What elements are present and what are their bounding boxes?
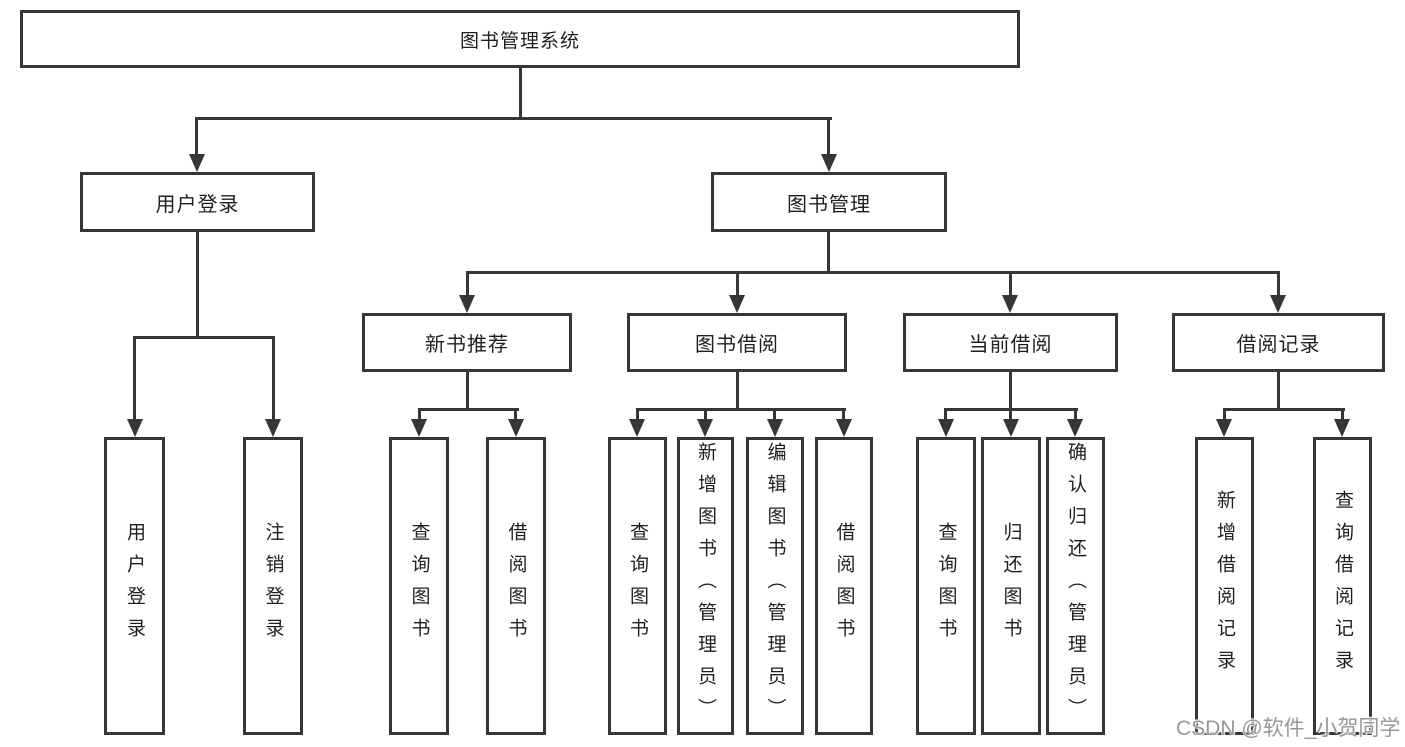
leaf-label: 用户登录 [124,522,145,650]
node-label: 借阅记录 [1236,334,1321,356]
arrow-down-icon [127,419,143,437]
leaf-return-books: 归还图书 [981,437,1041,735]
arrow-down-icon [697,419,713,437]
connector-vline [1009,370,1012,410]
connector-vline [1277,370,1280,410]
connector-vline [418,408,421,423]
leaf-label: 查询图书 [627,522,648,650]
node-user-login: 用户登录 [80,172,315,232]
leaf-label: 归还图书 [1000,522,1022,650]
node-label: 图书管理系统 [459,30,580,52]
leaf-label: 借阅图书 [505,522,527,650]
arrow-down-icon [836,419,852,437]
connector-vline [272,336,275,420]
node-library-management-system: 图书管理系统 [20,10,1020,68]
leaf-borrow-books-recommend: 借阅图书 [486,437,546,735]
arrow-down-icon [629,419,645,437]
arrow-down-icon [1002,295,1018,313]
connector-vline [514,408,517,423]
arrow-down-icon [1067,419,1083,437]
arrow-down-icon [1334,419,1350,437]
leaf-logout: 注销登录 [243,437,303,735]
arrow-down-icon [459,295,475,313]
connector-hline [133,336,275,339]
leaf-label: 查询图书 [408,522,430,650]
leaf-label: 借阅图书 [833,522,855,650]
arrow-down-icon [729,295,745,313]
connector-vline [773,408,776,423]
connector-hline [466,271,1280,274]
node-book-management: 图书管理 [711,172,947,232]
leaf-confirm-return-admin: 确认归还（管理员） [1046,437,1105,735]
arrow-down-icon [767,419,783,437]
leaf-add-borrow-record: 新增借阅记录 [1195,437,1254,735]
connector-vline [944,408,947,423]
connector-vline [133,336,136,420]
connector-vline [1223,408,1226,423]
csdn-watermark: CSDN @软件_小贺同学 [1176,717,1401,740]
arrow-down-icon [265,419,281,437]
leaf-query-books-borrowing: 查询图书 [608,437,667,735]
node-new-book-recommendation: 新书推荐 [362,313,572,372]
node-label: 图书管理 [787,193,871,216]
arrow-down-icon [1270,295,1286,313]
connector-vline [1009,408,1012,423]
node-current-borrowing: 当前借阅 [903,313,1118,372]
node-book-borrowing: 图书借阅 [627,313,847,372]
connector-hline [418,408,519,411]
connector-vline [636,408,639,423]
arrow-down-icon [189,154,205,172]
connector-vline [466,271,469,299]
node-label: 新书推荐 [425,334,509,356]
connector-vline [1009,271,1012,299]
leaf-label: 新增借阅记录 [1214,490,1235,682]
node-borrowing-records: 借阅记录 [1172,313,1385,372]
connector-vline [827,117,830,155]
connector-vline [842,408,845,423]
connector-vline [1341,408,1344,423]
arrow-down-icon [821,154,837,172]
arrow-down-icon [1003,419,1019,437]
connector-hline [636,408,846,411]
arrow-down-icon [938,419,954,437]
leaf-label: 确认归还（管理员） [1065,442,1086,730]
leaf-label: 查询借阅记录 [1332,490,1353,682]
connector-vline [704,408,707,423]
leaf-label: 注销登录 [262,522,284,650]
leaf-query-borrow-record: 查询借阅记录 [1313,437,1372,735]
arrow-down-icon [1216,419,1232,437]
leaf-query-books-current: 查询图书 [916,437,976,735]
leaf-label: 新增图书（管理员） [695,442,716,730]
node-label: 图书借阅 [695,334,779,356]
connector-vline [466,370,469,410]
connector-hline [1223,408,1345,411]
connector-vline [1277,271,1280,299]
leaf-query-books-recommend: 查询图书 [389,437,449,735]
node-label: 当前借阅 [968,334,1053,356]
node-label: 用户登录 [155,193,240,216]
connector-vline [196,230,199,337]
arrow-down-icon [508,419,524,437]
connector-vline [195,117,198,155]
leaf-label: 编辑图书（管理员） [764,442,786,730]
connector-vline [519,66,522,118]
arrow-down-icon [411,419,427,437]
leaf-edit-books-admin: 编辑图书（管理员） [746,437,804,735]
connector-vline [736,271,739,299]
leaf-user-login: 用户登录 [104,437,165,735]
leaf-borrow-books: 借阅图书 [815,437,873,735]
connector-hline [196,117,832,120]
connector-vline [827,230,830,273]
connector-vline [1074,408,1077,423]
connector-vline [736,370,739,410]
leaf-label: 查询图书 [935,522,957,650]
leaf-add-books-admin: 新增图书（管理员） [677,437,734,735]
